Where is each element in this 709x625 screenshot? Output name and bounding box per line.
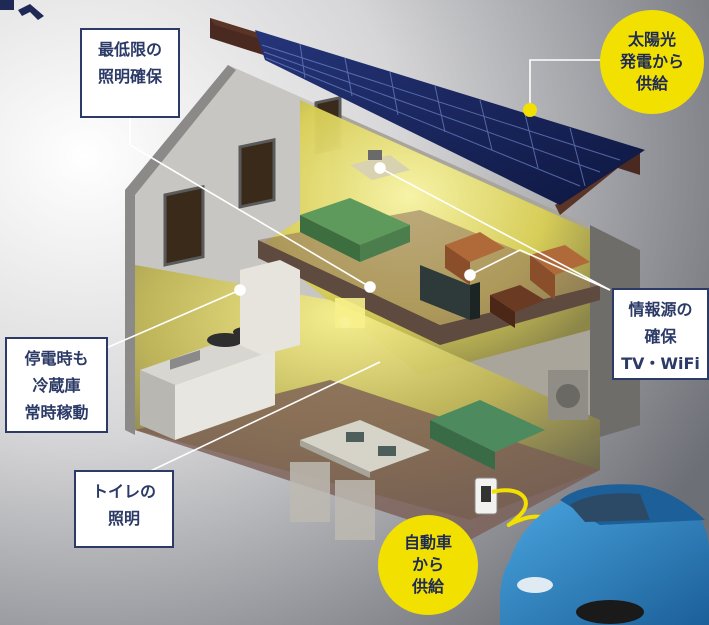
dining-area bbox=[290, 420, 430, 540]
bubble-solar-line3: 供給 bbox=[635, 74, 668, 93]
bubble-car-line1: 自動車 bbox=[403, 533, 452, 552]
label-info-line1: 情報源の bbox=[628, 300, 693, 319]
arrow-corner-icon bbox=[0, 0, 44, 20]
sofa-downstairs bbox=[430, 400, 545, 470]
label-lighting-line2: 照明確保 bbox=[97, 67, 162, 86]
bubble-solar: 太陽光 発電から 供給 bbox=[600, 10, 704, 114]
label-info: 情報源の 確保 TV・WiFi bbox=[612, 288, 709, 380]
label-info-line3: TV・WiFi bbox=[621, 354, 700, 373]
label-fridge-line1: 停電時も bbox=[24, 349, 89, 368]
kitchen bbox=[140, 260, 300, 440]
label-toilet-line1: トイレの bbox=[91, 482, 156, 501]
living-room-upstairs bbox=[420, 232, 590, 328]
bubble-car-line2: から bbox=[411, 555, 444, 574]
label-lighting-line1: 最低限の bbox=[97, 40, 162, 59]
label-fridge-line3: 常時稼動 bbox=[24, 403, 89, 422]
window-left-2 bbox=[238, 137, 276, 209]
window-left-1 bbox=[163, 185, 205, 267]
label-fridge: 停電時も 冷蔵庫 常時稼動 bbox=[5, 337, 108, 433]
bubble-solar-line2: 発電から bbox=[619, 52, 684, 71]
bubble-car: 自動車 から 供給 bbox=[378, 515, 478, 615]
label-toilet-line2: 照明 bbox=[107, 509, 140, 528]
label-fridge-line2: 冷蔵庫 bbox=[32, 376, 81, 395]
bubble-solar-line1: 太陽光 bbox=[627, 30, 676, 49]
solar-panel-grid bbox=[261, 43, 621, 187]
car bbox=[500, 484, 709, 625]
label-toilet: トイレの 照明 bbox=[74, 470, 174, 548]
connector-lines bbox=[89, 59, 611, 496]
bubble-car-line3: 供給 bbox=[411, 577, 444, 596]
bed-upstairs bbox=[300, 198, 410, 262]
label-info-line2: 確保 bbox=[644, 327, 677, 346]
label-lighting: 最低限の 照明確保 bbox=[80, 28, 180, 118]
